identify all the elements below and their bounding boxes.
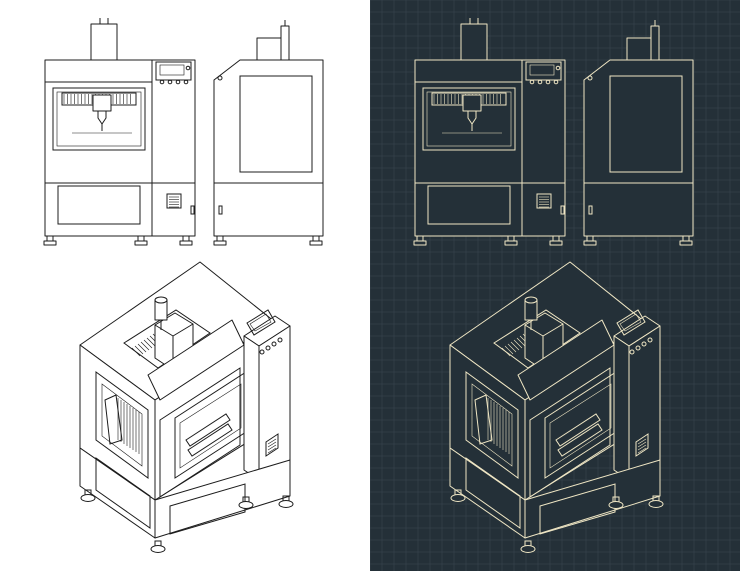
front-view (413, 18, 566, 246)
control-panel (525, 61, 562, 85)
isometric-view (79, 261, 294, 553)
light-panel (43, 18, 324, 553)
light-drawing (43, 18, 324, 553)
dark-panel (370, 0, 740, 571)
isometric-view (449, 261, 664, 553)
front-view (43, 18, 196, 246)
dark-drawing (370, 0, 740, 571)
side-view (583, 20, 694, 246)
control-panel (155, 61, 192, 85)
side-view (213, 20, 324, 246)
